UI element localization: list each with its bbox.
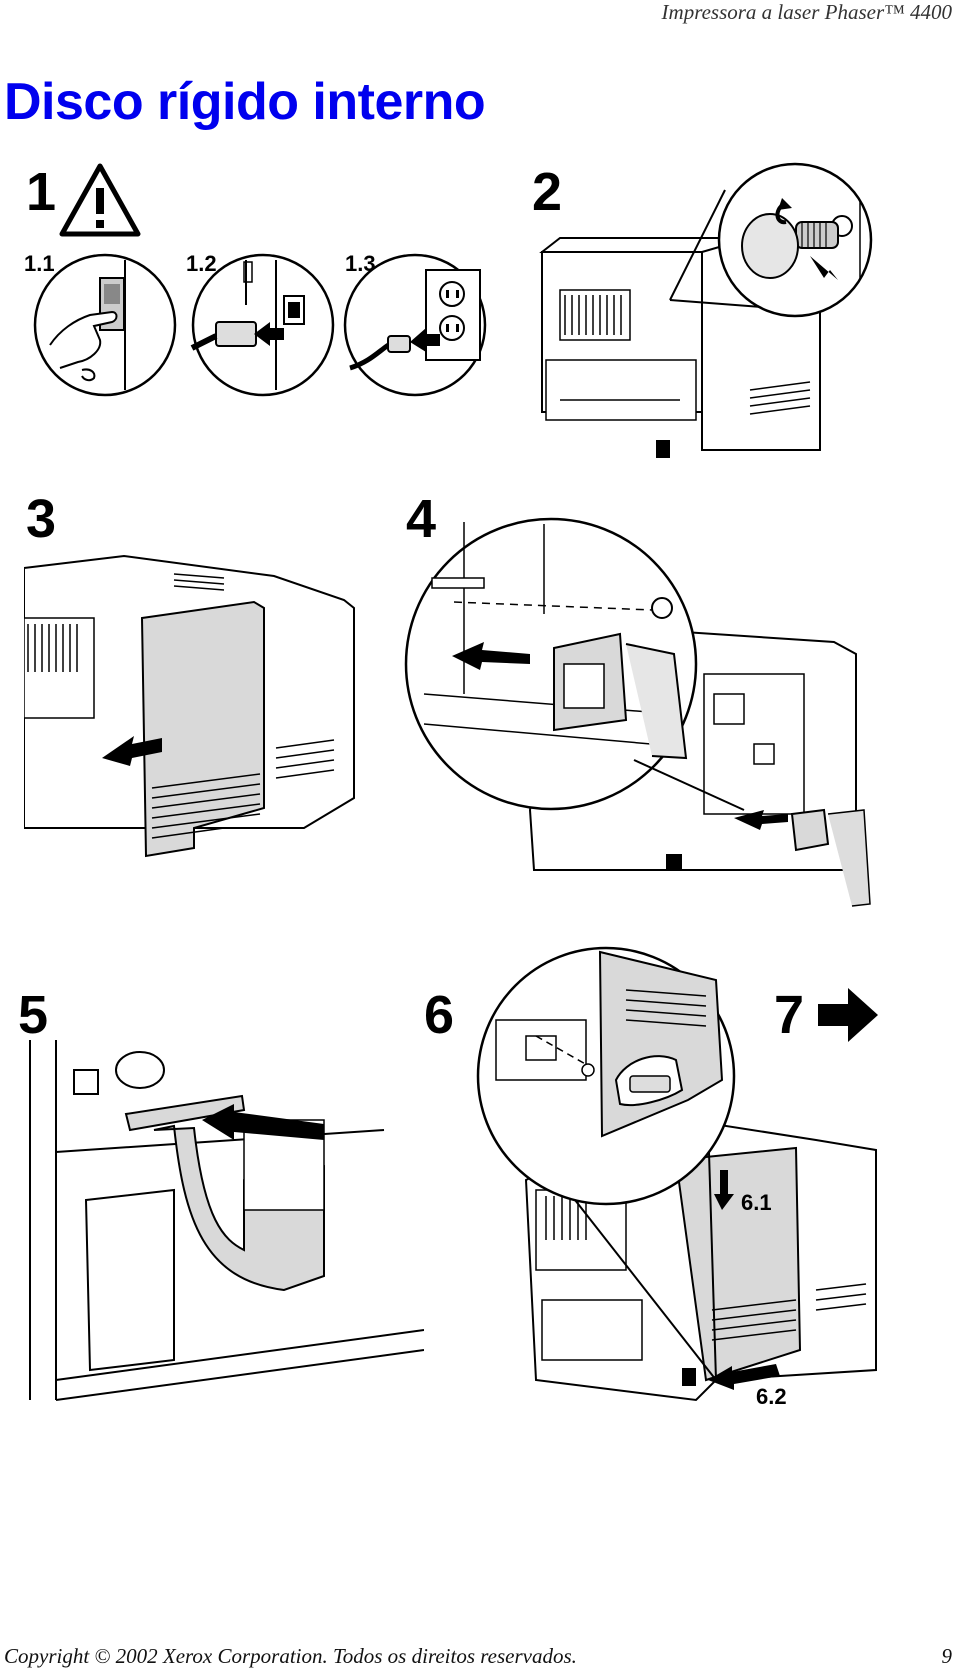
- substep-1-3: 1.3: [345, 251, 376, 276]
- warning-icon: [59, 163, 141, 237]
- page-title: Disco rígido interno: [4, 73, 486, 131]
- step-6-number: 6: [424, 985, 455, 1045]
- substep-1-2: 1.2: [186, 251, 217, 276]
- step-4-number: 4: [406, 489, 437, 549]
- step-5-number: 5: [18, 985, 49, 1045]
- printer-cord-illustration: [190, 253, 335, 397]
- rear-screw-illustration: [539, 162, 873, 458]
- next-arrow-icon: [818, 988, 878, 1042]
- step-1-number: 1: [26, 162, 57, 222]
- substep-1-1: 1.1: [24, 251, 55, 276]
- wall-outlet-illustration: [343, 253, 487, 397]
- substep-6-2: 6.2: [756, 1384, 787, 1409]
- copyright-footer: Copyright © 2002 Xerox Corporation. Todo…: [4, 1644, 577, 1668]
- remove-hard-drive-illustration: [404, 517, 871, 907]
- step-2-number: 2: [532, 162, 563, 222]
- remove-side-cover-illustration: [24, 554, 355, 858]
- page-number: 9: [941, 1644, 953, 1668]
- replace-side-cover-illustration: [476, 946, 877, 1402]
- substep-6-1: 6.1: [741, 1190, 772, 1215]
- power-switch-illustration: [33, 253, 177, 397]
- step-3-number: 3: [26, 489, 57, 549]
- running-header: Impressora a laser Phaser™ 4400: [661, 0, 952, 24]
- step-7-number: 7: [774, 985, 805, 1045]
- install-hard-drive-illustration: [29, 1040, 424, 1401]
